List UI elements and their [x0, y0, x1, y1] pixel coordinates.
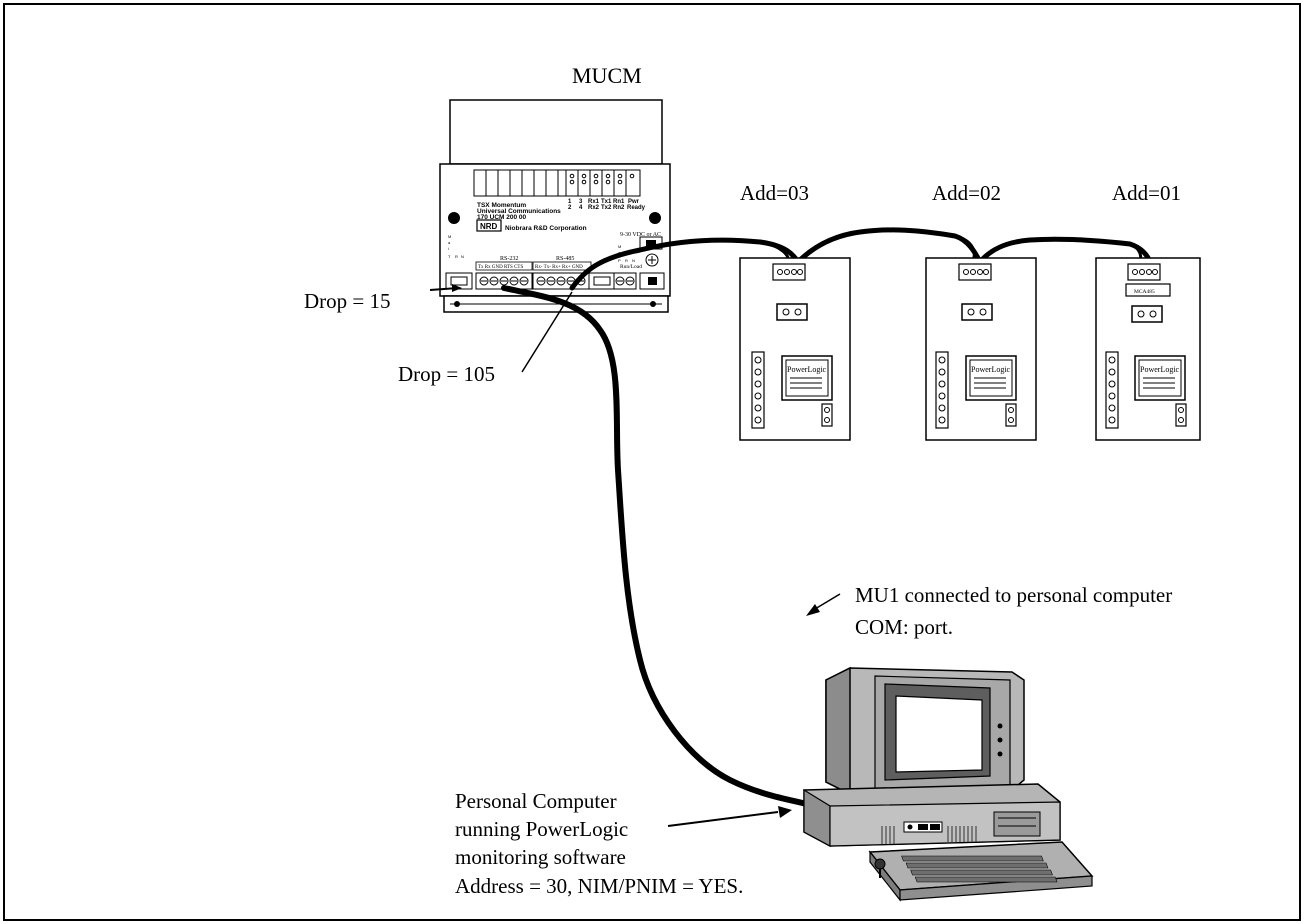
- mu1-note-line2: COM: port.: [855, 615, 953, 639]
- svg-text:R: R: [455, 254, 458, 259]
- drop105-leader: [521, 291, 573, 373]
- svg-text:Rx2: Rx2: [588, 205, 600, 211]
- mucm-mount-hole-left: [448, 212, 460, 224]
- mucm-model-line3: 170 UCM 200 00: [477, 214, 527, 221]
- svg-text:M: M: [618, 244, 621, 249]
- mucm-mount-hole-right: [649, 212, 661, 224]
- run-load-label: Run/Load: [620, 264, 642, 270]
- mucm-maker: Niobrara R&D Corporation: [505, 225, 587, 232]
- pc-note-line1: Personal Computer: [455, 789, 617, 813]
- rs232-pc-cable: [501, 285, 815, 808]
- diagram-frame: [3, 3, 1301, 921]
- led-col1: 1: [568, 199, 572, 205]
- svg-text:P: P: [618, 258, 621, 263]
- meter-add02: PowerLogic: [925, 257, 1037, 441]
- nrd-logo: [476, 219, 502, 232]
- personal-computer: [803, 666, 1094, 902]
- pc-note-arrow: [667, 811, 779, 827]
- meter-add03: PowerLogic: [739, 257, 851, 441]
- mucm-top-cover: [449, 99, 663, 165]
- nrd-logo-text: NRD: [480, 222, 498, 231]
- svg-text:4: 4: [579, 205, 583, 211]
- meter-add03-brand: PowerLogic: [787, 365, 827, 374]
- mucm-model-line2: Universal Communications: [477, 208, 561, 215]
- pc-note-line3: monitoring software: [455, 845, 626, 869]
- svg-text:Pwr: Pwr: [628, 199, 640, 205]
- rs485-network-cable: [569, 227, 1153, 291]
- svg-text:Ready: Ready: [627, 205, 646, 211]
- mca485-module: [1125, 283, 1171, 297]
- mucm-model-line1: TSX Momentum: [477, 202, 526, 209]
- mucm-label-strip: [473, 169, 641, 197]
- rs232-label: RS-232: [500, 256, 518, 262]
- add01-label: Add=01: [1112, 181, 1181, 205]
- mucm-module: MUCM: [439, 63, 671, 313]
- meter-add02-brand: PowerLogic: [971, 365, 1011, 374]
- svg-text:Tx1: Tx1: [601, 199, 612, 205]
- svg-text:Tx2: Tx2: [601, 205, 612, 211]
- svg-text:a: a: [618, 250, 621, 255]
- svg-text:3: 3: [579, 199, 583, 205]
- svg-text:N: N: [461, 254, 464, 259]
- svg-text:R: R: [625, 258, 628, 263]
- meter-add01: MCA485 PowerLogic: [1095, 257, 1201, 441]
- mu1-note-line1: MU1 connected to personal computer: [855, 583, 1172, 607]
- rs485-label: RS-485: [556, 256, 574, 262]
- svg-text:Rn1: Rn1: [613, 199, 625, 205]
- mucm-power-label: 9-30 VDC or AC: [620, 232, 661, 238]
- svg-text:a: a: [448, 240, 451, 245]
- drop15-label: Drop = 15: [304, 289, 391, 313]
- svg-text:Rx1: Rx1: [588, 199, 600, 205]
- drop105-label: Drop = 105: [398, 362, 495, 386]
- add03-label: Add=03: [740, 181, 809, 205]
- svg-text:i: i: [448, 246, 449, 251]
- svg-text:T: T: [448, 254, 451, 259]
- svg-text:Rn2: Rn2: [613, 205, 625, 211]
- pc-note-line4: Address = 30, NIM/PNIM = YES.: [455, 874, 743, 898]
- rs485-pins: Rx- Tx- Rx+ Rx+ GND: [535, 265, 583, 270]
- pc-note-line2: running PowerLogic: [455, 817, 628, 841]
- mucm-title: MUCM: [572, 63, 642, 88]
- add02-label: Add=02: [932, 181, 1001, 205]
- svg-text:M: M: [448, 234, 451, 239]
- mucm-terminals: [445, 272, 665, 290]
- meter-add01-brand: PowerLogic: [1140, 365, 1180, 374]
- svg-text:N: N: [632, 258, 635, 263]
- mucm-led-legend: 1 2 3 4 Rx1 Rx2 Tx1 Tx2 Rn1 Rn2 Pwr Read…: [568, 199, 646, 211]
- svg-text:2: 2: [568, 205, 572, 211]
- mca485-label: MCA485: [1134, 289, 1155, 295]
- rs232-pins: Tx Rx GND RTS CTS: [478, 265, 523, 270]
